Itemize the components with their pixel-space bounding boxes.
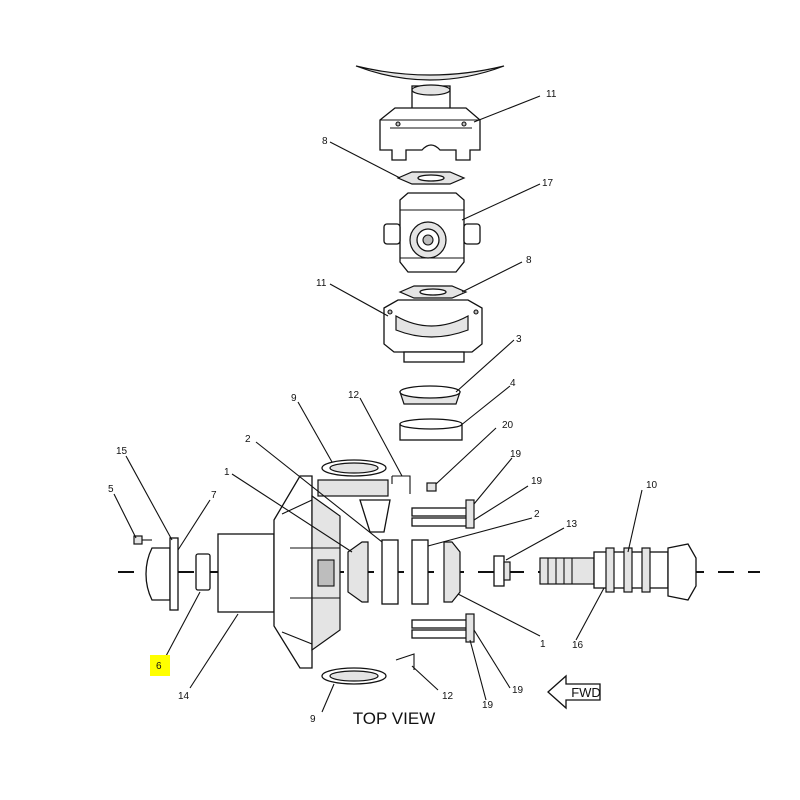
part-17-center-housing — [383, 192, 481, 273]
part-9-seal-lower — [321, 667, 387, 685]
callout-12: 12 — [442, 691, 454, 702]
callout-1: 1 — [540, 639, 546, 650]
part-14-main-housing — [217, 475, 341, 669]
part-4-bearing-cup — [399, 418, 463, 441]
part-5-screw — [133, 535, 152, 545]
fwd-label: FWD — [571, 685, 601, 700]
part-9-seal-upper — [321, 459, 387, 477]
fwd-arrow: FWD — [547, 674, 601, 710]
callout-15: 15 — [116, 446, 128, 457]
callout-7: 7 — [211, 490, 217, 501]
part-2-cup-right — [411, 539, 429, 605]
part-19-bolts-lower — [411, 613, 475, 643]
callout-19: 19 — [531, 476, 543, 487]
callout-16: 16 — [572, 640, 584, 651]
callout-9: 9 — [310, 714, 316, 725]
part-13-nut — [493, 555, 511, 587]
view-title: TOP VIEW — [353, 709, 436, 728]
callout-19: 19 — [512, 685, 524, 696]
callout-4: 4 — [510, 378, 516, 389]
callout-11: 11 — [546, 89, 557, 100]
part-7-spacer — [195, 553, 211, 591]
part-1-cone-left — [347, 541, 369, 603]
callout-19: 19 — [482, 700, 494, 711]
callout-13: 13 — [566, 519, 578, 530]
part-1-cone-right — [443, 541, 461, 603]
callout-11: 11 — [316, 278, 327, 289]
callout-9: 9 — [291, 393, 297, 404]
part-16-pinion-shaft — [539, 547, 669, 593]
part-19-bolts-upper — [411, 499, 475, 529]
part-3-bearing-cone — [399, 385, 461, 405]
part-12-clip-lower — [395, 653, 415, 670]
upper-wedge — [359, 499, 391, 533]
part-12-clip-upper — [391, 475, 411, 494]
callouts: 11 8 17 8 11 3 4 20 9 12 2 1 15 5 7 19 1… — [108, 89, 658, 725]
callout-19: 19 — [510, 449, 522, 460]
part-20-fitting — [426, 482, 437, 492]
callout-6-highlight — [150, 655, 170, 676]
callout-2: 2 — [245, 434, 251, 445]
callout-20: 20 — [502, 420, 514, 431]
callout-1: 1 — [224, 467, 230, 478]
callout-10: 10 — [646, 480, 658, 491]
part-2-cup-left — [381, 539, 399, 605]
callout-6: 6 — [156, 661, 162, 672]
part-11-upper-housing — [379, 84, 481, 161]
callout-3: 3 — [516, 334, 522, 345]
callout-14: 14 — [178, 691, 190, 702]
callout-5: 5 — [108, 484, 114, 495]
callout-8: 8 — [322, 136, 328, 147]
top-disc — [355, 65, 505, 81]
part-11-lower-housing — [383, 299, 483, 363]
leader-lines — [113, 95, 643, 713]
upper-plate — [317, 479, 389, 497]
callout-8: 8 — [526, 255, 532, 266]
callout-2: 2 — [534, 509, 540, 520]
callout-12: 12 — [348, 390, 360, 401]
part-10-yoke — [667, 543, 697, 601]
callout-17: 17 — [542, 178, 554, 189]
part-15-end-cap — [145, 537, 179, 611]
